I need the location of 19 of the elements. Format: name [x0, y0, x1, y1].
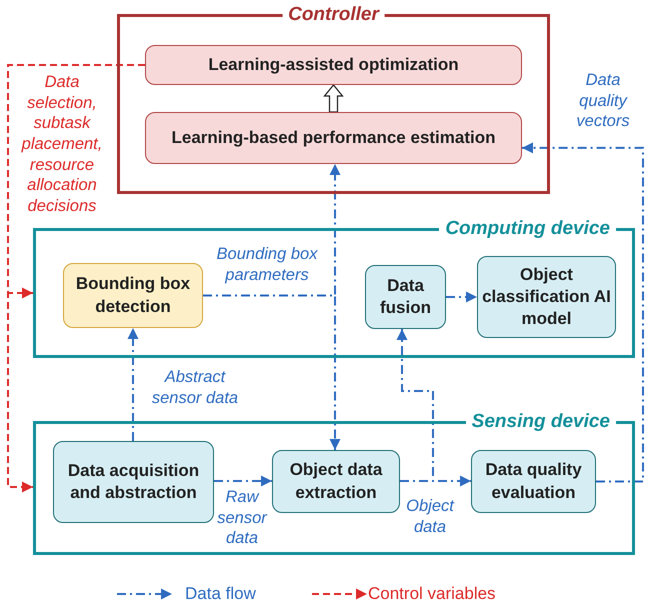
process-box: Bounding box detection: [63, 263, 203, 328]
process-box: Data fusion: [365, 265, 446, 329]
process-box: Object classification AI model: [477, 256, 616, 338]
process-box: Data quality evaluation: [471, 450, 596, 513]
arrow: [128, 328, 138, 441]
arrow: [396, 329, 434, 482]
process-box: Learning-assisted optimization: [145, 45, 522, 85]
legend-label: Control variables: [368, 584, 496, 604]
arrow: [446, 292, 477, 302]
block-arrow: [323, 84, 344, 113]
process-box: Object data extraction: [272, 450, 400, 513]
arrow: [522, 142, 644, 482]
process-box: Data acquisition and abstraction: [53, 441, 214, 523]
legend-label: Data flow: [185, 584, 256, 604]
frame-title: Sensing device: [466, 411, 616, 433]
process-box: Learning-based performance estimation: [145, 112, 522, 164]
frame-title: Computing device: [439, 218, 616, 240]
arrow: [214, 476, 272, 486]
arrow: [203, 294, 340, 450]
